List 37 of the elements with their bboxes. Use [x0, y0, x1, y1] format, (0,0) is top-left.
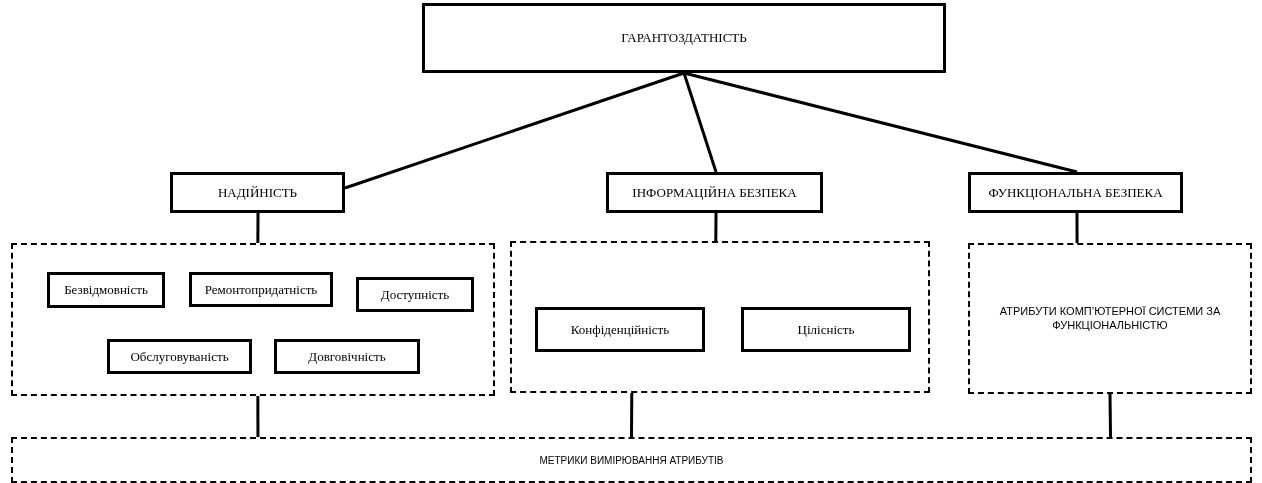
attribute-box — [189, 272, 333, 307]
category-box — [170, 172, 345, 213]
connector-line — [682, 72, 718, 173]
connector-line — [256, 213, 260, 243]
node-label: НАДІЙНІСТЬ — [217, 183, 298, 202]
node-label: Ремонтопридатність — [204, 280, 318, 299]
dashed-group-box — [11, 243, 495, 396]
connector-line — [1075, 213, 1079, 243]
node-label: АТРИБУТИ КОМП’ЮТЕРНОЇ СИСТЕМИ ЗА ФУНКЦІОНАЛЬНІСТЮ — [998, 304, 1222, 333]
attribute-box — [535, 307, 705, 352]
node-label: ГАРАНТОЗДАТНІСТЬ — [621, 29, 747, 48]
dashed-group-box — [968, 243, 1252, 394]
node-label: Довговічність — [308, 347, 386, 366]
dashed-group-box — [510, 241, 930, 393]
node-label: Безвідмовність — [64, 281, 148, 300]
category-box — [968, 172, 1183, 213]
dashed-group-box — [11, 437, 1252, 483]
connector-line — [714, 213, 718, 241]
node-label: ІНФОРМАЦІЙНА БЕЗПЕКА — [632, 183, 797, 202]
node-label: Цілісність — [797, 320, 855, 339]
attribute-box — [107, 339, 252, 374]
node-label: Доступність — [380, 285, 450, 304]
attribute-box — [741, 307, 911, 352]
node-label: МЕТРИКИ ВИМІРЮВАННЯ АТРИБУТІВ — [539, 453, 724, 468]
attribute-box — [274, 339, 420, 374]
category-box — [606, 172, 823, 213]
node-label: Обслуговуваність — [130, 347, 229, 366]
attribute-box — [47, 272, 165, 308]
connector-line — [683, 71, 1078, 174]
node-label: ФУНКЦІОНАЛЬНА БЕЗПЕКА — [988, 183, 1163, 202]
attribute-box — [356, 277, 474, 312]
connector-line — [630, 393, 634, 437]
node-label: Конфіденційність — [570, 320, 670, 339]
connector-line — [1108, 393, 1113, 438]
connector-line — [344, 71, 685, 190]
connector-line — [256, 396, 260, 437]
root-box — [422, 3, 946, 73]
